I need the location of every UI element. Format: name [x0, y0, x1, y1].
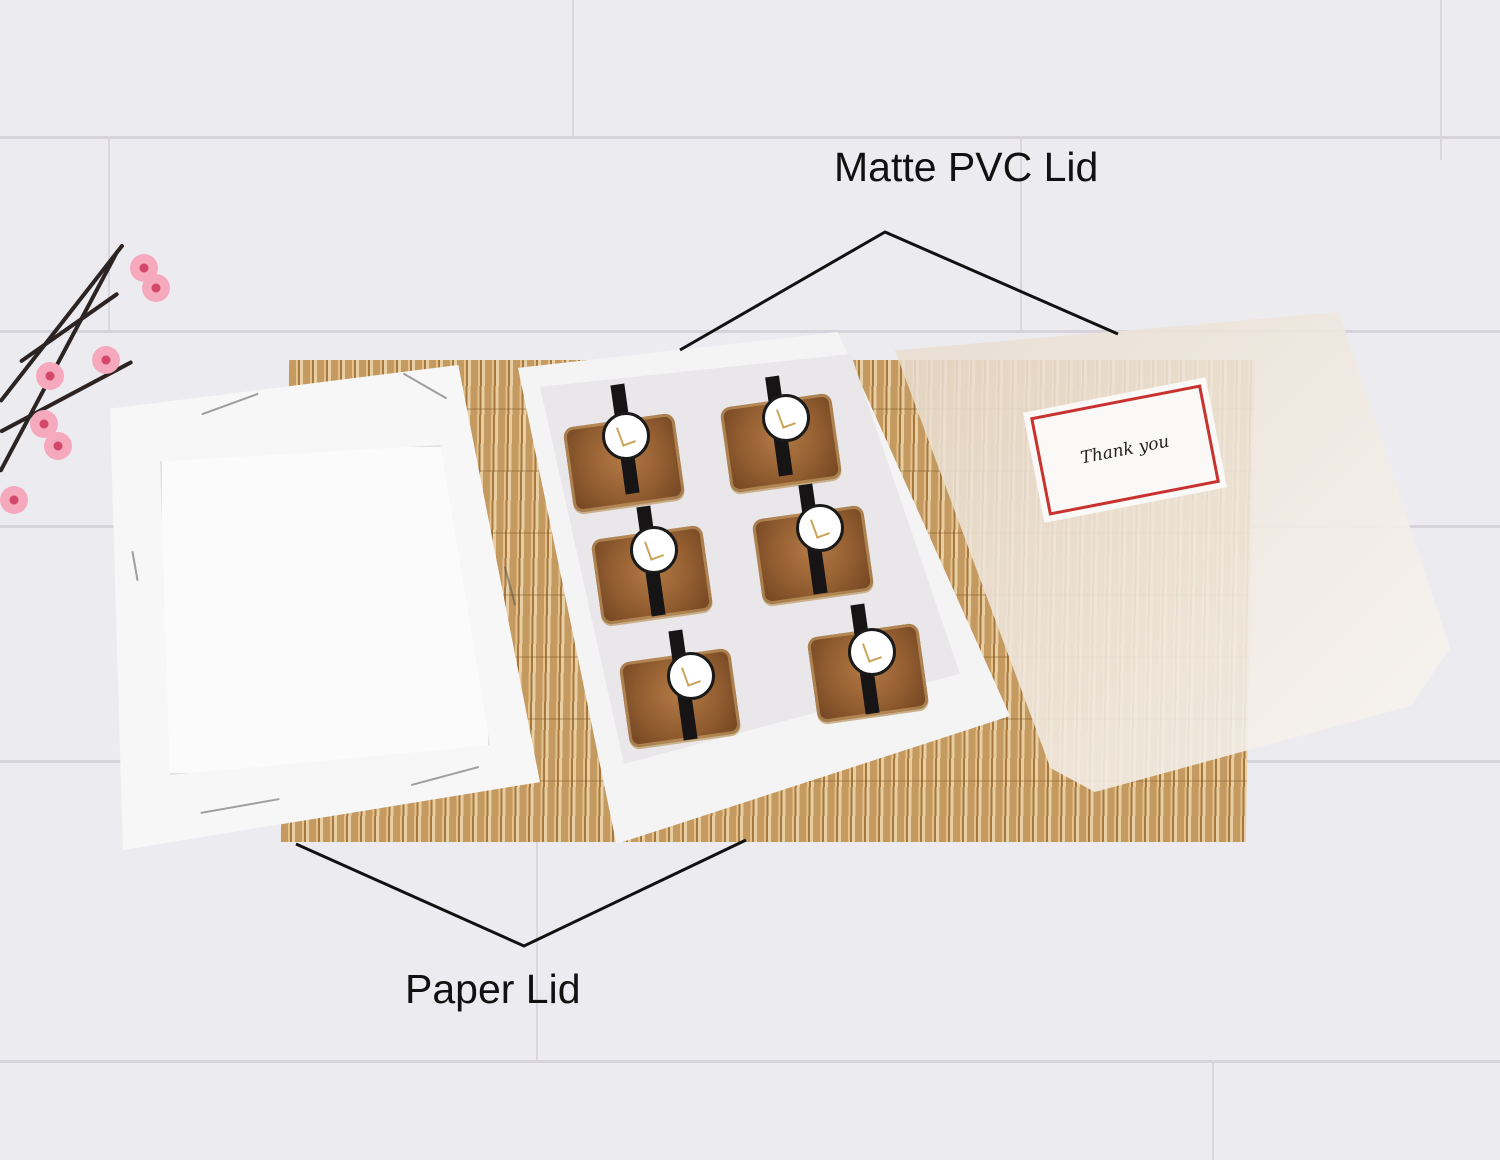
plank-seam: [572, 0, 574, 136]
blossom: [0, 486, 28, 514]
blossom: [142, 274, 170, 302]
plank-seam: [108, 136, 110, 330]
seal-sticker: [848, 628, 896, 676]
paper-lid-box: [110, 365, 540, 850]
blossom: [36, 362, 64, 390]
plank-seam: [0, 330, 1500, 333]
plank-seam: [536, 842, 538, 1060]
seal-sticker: [667, 652, 715, 700]
seal-sticker: [630, 526, 678, 574]
seal-sticker: [602, 412, 650, 460]
seal-sticker: [762, 394, 810, 442]
blossom: [92, 346, 120, 374]
plank-seam: [1440, 0, 1442, 160]
plank-seam: [0, 1060, 1500, 1063]
paper-callout-line: [295, 838, 747, 948]
plank-seam: [1212, 1060, 1214, 1160]
plank-seam: [1020, 136, 1022, 330]
blossom: [44, 432, 72, 460]
label-matte-pvc-lid: Matte PVC Lid: [834, 144, 1099, 190]
seal-sticker: [796, 504, 844, 552]
pvc-callout-line: [679, 230, 1119, 352]
plank-seam: [0, 136, 1500, 139]
label-paper-lid: Paper Lid: [405, 966, 581, 1012]
